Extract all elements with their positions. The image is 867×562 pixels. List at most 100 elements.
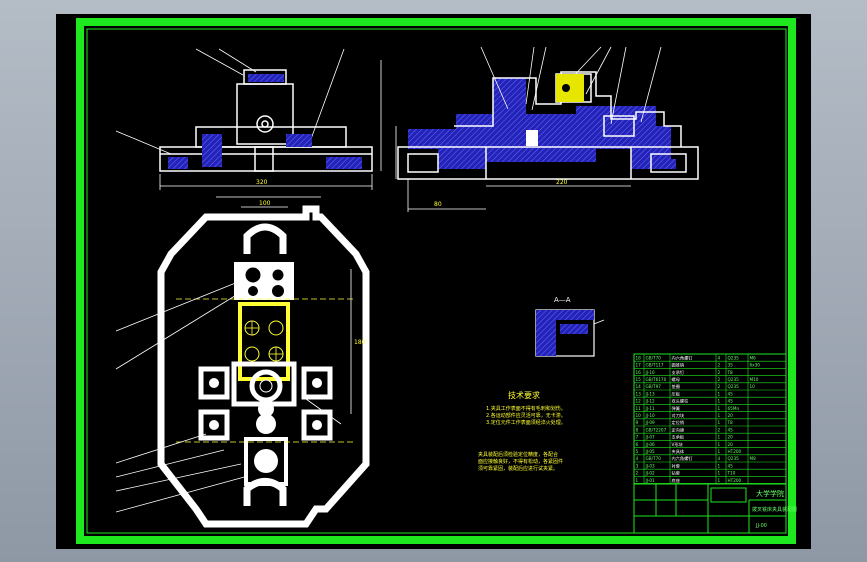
bom-cell: 17 xyxy=(636,363,642,368)
bom-cell: T10 xyxy=(727,471,736,476)
bom-cell: Q235 xyxy=(728,456,740,461)
bom-cell: JJ-12 xyxy=(645,399,655,404)
bom-cell: 支承板 xyxy=(672,434,685,441)
title-drawing-name: 拨叉铣床夹具装配图 xyxy=(752,506,797,513)
bom-cell: M8 xyxy=(750,456,757,461)
front-view xyxy=(115,48,382,190)
bom-cell: 45 xyxy=(728,399,734,404)
dim-side-height: 80 xyxy=(434,201,442,208)
bom-cell: 18 xyxy=(636,355,642,360)
tech-note-line-3: 须可靠紧固，装配后应进行试夹紧。 xyxy=(478,465,558,472)
bom-cell: 45 xyxy=(728,427,734,432)
bom-cell: 6 xyxy=(636,442,639,447)
bom-cell: JJ-07 xyxy=(645,435,655,440)
bom-cell: Q235 xyxy=(728,377,740,382)
bom-cell: 35 xyxy=(728,363,734,368)
bom-cell: 2 xyxy=(718,370,721,375)
bom-cell: 双头螺柱 xyxy=(672,398,690,405)
bom-cell: 1 xyxy=(718,406,721,411)
bom-cell: 支承钉 xyxy=(672,369,685,376)
bom-cell: 底座 xyxy=(672,477,680,484)
bom-cell: 7 xyxy=(636,435,639,440)
bom-cell: JJ-16 xyxy=(645,370,655,375)
title-block xyxy=(633,483,787,534)
bom-cell: GB/T70 xyxy=(646,456,662,461)
bom-cell: 2 xyxy=(718,377,721,382)
title-drawing-no: JJ-00 xyxy=(755,523,767,529)
bom-cell: 16 xyxy=(636,370,642,375)
bom-cell: 6x30 xyxy=(750,363,761,368)
bom-cell: 10 xyxy=(750,384,756,389)
bom-cell: 11 xyxy=(636,406,642,411)
bom-cell: 10 xyxy=(636,413,642,418)
bom-cell: 2 xyxy=(636,471,639,476)
bom-cell: 15 xyxy=(636,377,642,382)
bom-cell: JJ-10 xyxy=(645,413,655,418)
bom-cell: 内六角螺钉 xyxy=(672,354,694,361)
bom-cell: 1 xyxy=(718,420,721,425)
cad-viewport[interactable]: 320 220 80 xyxy=(56,14,811,549)
bom-cell: 1 xyxy=(718,435,721,440)
bom-cell: 4 xyxy=(636,456,639,461)
bom-cell: Q235 xyxy=(728,355,740,360)
bom-cell: 圆锥销 xyxy=(672,362,685,369)
dim-front-width: 320 xyxy=(256,179,268,186)
tech-note-line-2: 面应接触良好，不得有松动，各紧固件 xyxy=(478,458,563,465)
bom-cell: V形块 xyxy=(672,441,684,448)
bom-cell: 弹簧 xyxy=(672,405,680,412)
bom-cell: JJ-03 xyxy=(645,463,655,468)
bom-cell: GB/T2207 xyxy=(646,427,667,432)
drawing-frame-inner xyxy=(86,28,787,534)
bom-cell: 1 xyxy=(718,391,721,396)
bom-cell: 内六角螺钉 xyxy=(672,455,694,462)
bom-cell: JJ-01 xyxy=(645,478,655,483)
bom-cell: 衬套 xyxy=(672,462,681,469)
bom-cell: T8 xyxy=(727,370,734,375)
bom-cell: 对刀块 xyxy=(672,412,685,419)
bom-cell: 4 xyxy=(718,456,721,461)
bom-cell: 钻套 xyxy=(672,470,681,477)
bom-cell: 20 xyxy=(728,442,734,447)
dim-top-width: 100 xyxy=(259,200,271,207)
bom-cell: JJ-13 xyxy=(645,391,655,396)
bom-cell: GB/T117 xyxy=(646,363,664,368)
bom-cell: 定向键 xyxy=(672,426,685,433)
side-view-yellow-parts xyxy=(526,74,584,146)
tech-note-line-1: 夹具装配后须检验定位精度，各配合 xyxy=(478,451,558,458)
bom-cell: 2 xyxy=(718,384,721,389)
bom-cell: GB/T97 xyxy=(646,384,662,389)
bom-cell: 14 xyxy=(636,384,642,389)
bom-cell: 13 xyxy=(636,391,642,396)
bom-cell: 1 xyxy=(718,413,721,418)
bom-cell: JJ-05 xyxy=(645,449,655,454)
section-detail xyxy=(535,309,605,357)
bom-cell: JJ-06 xyxy=(645,442,655,447)
bom-cell: GB/T6170 xyxy=(646,377,667,382)
bom-cell: 压板 xyxy=(672,390,681,397)
bom-cell: 65Mn xyxy=(728,406,740,411)
front-view-hatch xyxy=(168,74,362,169)
side-view-hatch xyxy=(408,78,676,169)
bom-cell: 1 xyxy=(718,442,721,447)
bom-cell: 垫圈 xyxy=(672,383,680,390)
bom-cell: 1 xyxy=(718,399,721,404)
bom-cell: 12 xyxy=(636,399,642,404)
bom-cell: 45 xyxy=(728,391,734,396)
bom-cell: JJ-09 xyxy=(645,420,655,425)
bom-cell: 8 xyxy=(636,427,639,432)
bom-cell: 1 xyxy=(636,478,639,483)
dim-side-width: 220 xyxy=(556,179,568,186)
bom-cell: JJ-11 xyxy=(645,406,655,411)
bom-cell: HT200 xyxy=(728,478,742,483)
dim-plan-height: 180 xyxy=(354,339,366,346)
bom-cell: 1 xyxy=(718,449,721,454)
bom-cell: 2 xyxy=(718,427,721,432)
bom-cell: 1 xyxy=(718,471,721,476)
bom-cell: 20 xyxy=(728,435,734,440)
bom-cell: M6 xyxy=(750,355,757,360)
plan-view xyxy=(115,196,370,528)
bom-cell: 螺母 xyxy=(672,376,680,383)
bom-cell: 1 xyxy=(718,478,721,483)
bom-cell: 5 xyxy=(636,449,639,454)
drawing-frame-outer xyxy=(76,18,796,544)
